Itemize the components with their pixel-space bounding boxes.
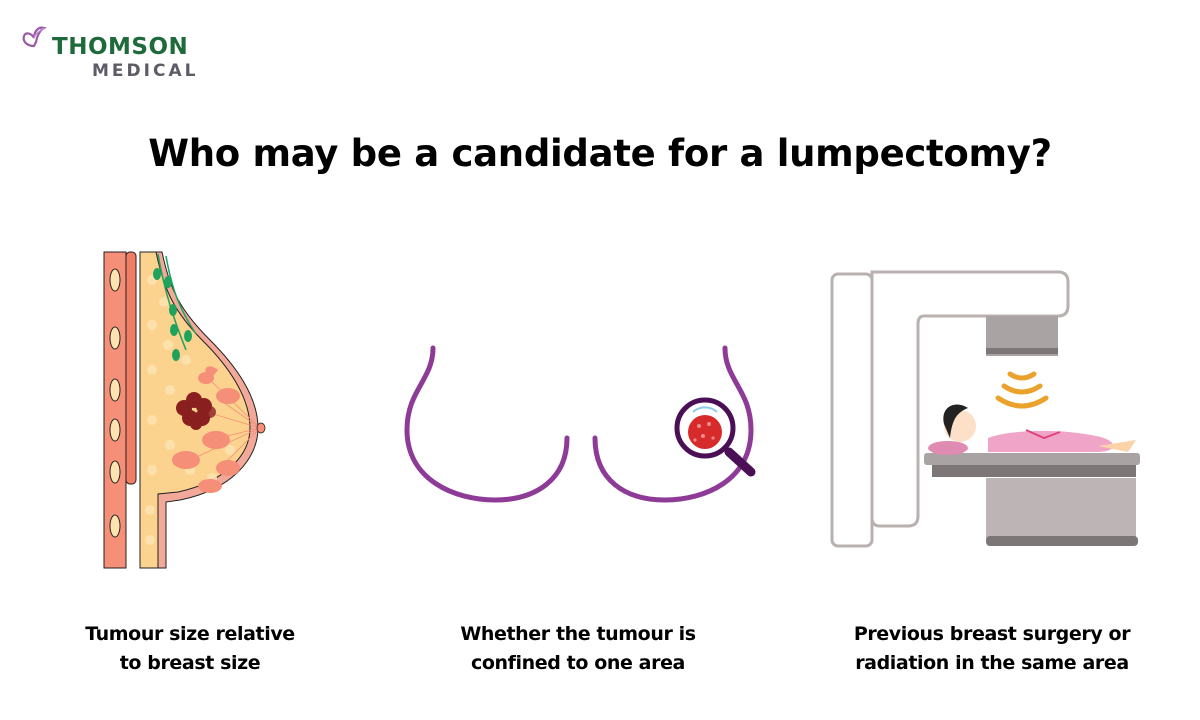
logo-text-thomson: THOMSON [52, 34, 189, 60]
caption-line: Whether the tumour is [460, 623, 696, 645]
page-title: Who may be a candidate for a lumpectomy? [148, 132, 1052, 175]
thomson-medical-logo: THOMSON MEDICAL [20, 24, 220, 84]
criterion-caption-tumour-size: Tumour size relative to breast size [30, 620, 350, 678]
caption-line: Tumour size relative [85, 623, 295, 645]
caption-line: confined to one area [471, 652, 685, 674]
logo-text-medical: MEDICAL [92, 61, 199, 81]
butterfly-logo-icon [22, 26, 47, 48]
caption-line: radiation in the same area [855, 652, 1129, 674]
criterion-caption-previous-treatment: Previous breast surgery or radiation in … [832, 620, 1152, 678]
caption-line: to breast size [119, 652, 261, 674]
radiation-therapy-machine-icon [830, 270, 1140, 548]
breast-magnifier-icon [404, 345, 756, 503]
caption-line: Previous breast surgery or [853, 623, 1131, 645]
breast-anatomy-tumour-icon [103, 251, 266, 569]
criterion-caption-confined: Whether the tumour is confined to one ar… [418, 620, 738, 678]
